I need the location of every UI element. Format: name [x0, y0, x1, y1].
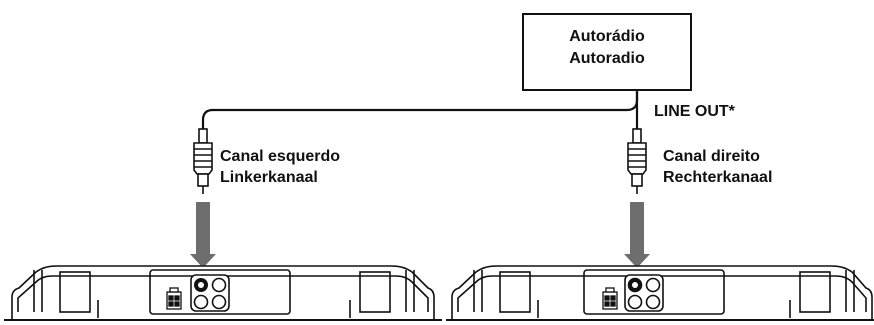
- right-rca-input-jacks-icon: [624, 274, 664, 312]
- right-channel-label: Canal direito Rechterkanaal: [663, 146, 772, 188]
- left-rca-input-jacks-icon: [190, 274, 230, 312]
- car-radio-name-pt: Autorádio: [569, 28, 645, 45]
- left-channel-pt: Canal esquerdo: [220, 148, 341, 165]
- left-channel-nl: Linkerkanaal: [220, 169, 318, 186]
- footnote-marker: *: [728, 103, 735, 120]
- car-radio-name-nl: Autoradio: [569, 50, 645, 67]
- left-rca-plug-icon: [193, 128, 213, 194]
- left-channel-label: Canal esquerdo Linkerkanaal: [220, 146, 340, 188]
- car-radio-label: Autorádio Autoradio: [523, 26, 691, 70]
- right-channel-nl: Rechterkanaal: [663, 169, 773, 186]
- line-out-label: LINE OUT*: [654, 101, 735, 122]
- right-rca-plug-icon: [627, 128, 647, 194]
- car-radio-box: [522, 13, 692, 91]
- line-out-text: LINE OUT: [654, 103, 729, 120]
- right-terminal-block-icon: [602, 287, 618, 310]
- left-terminal-block-icon: [166, 287, 182, 310]
- right-channel-pt: Canal direito: [663, 148, 760, 165]
- cable-left: [201, 90, 639, 130]
- right-insert-arrow-icon: [624, 202, 650, 268]
- left-insert-arrow-icon: [190, 202, 216, 268]
